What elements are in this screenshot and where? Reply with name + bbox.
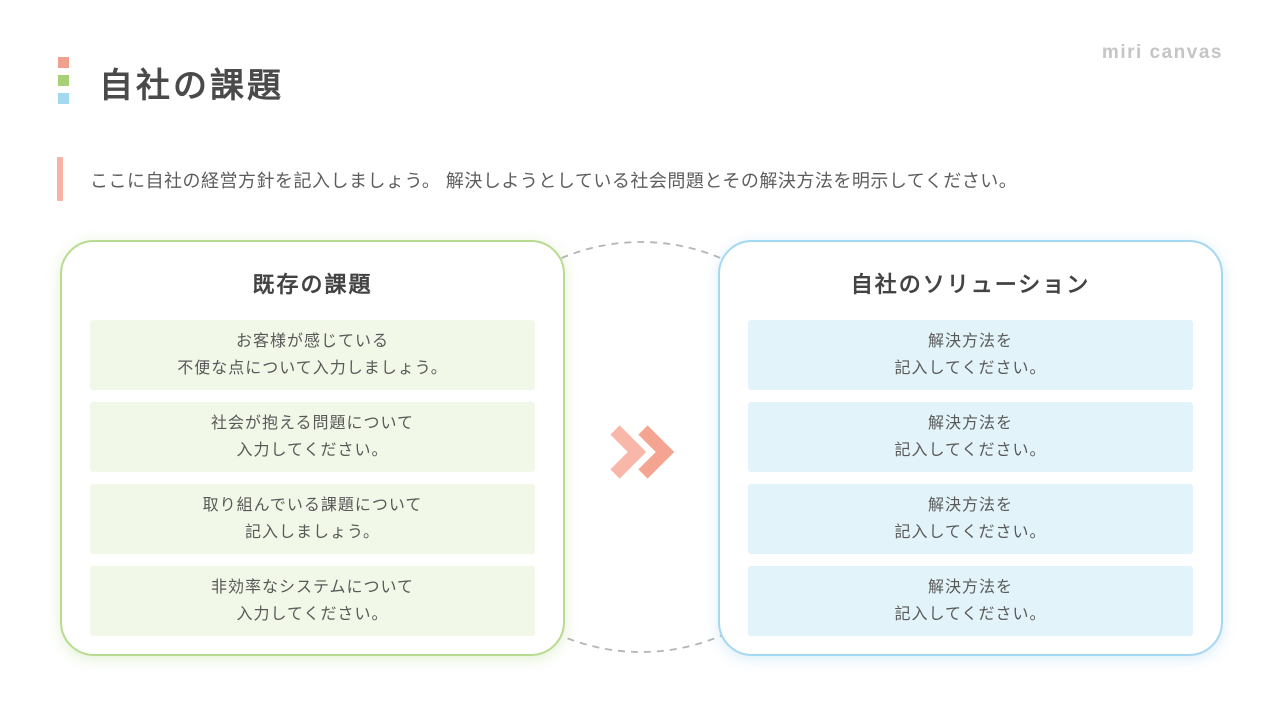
solution-4-line2: 記入してください。	[894, 606, 1047, 623]
subtitle-accent-bar	[57, 157, 63, 201]
problem-placeholder-2: 社会が抱える問題について 入力してください。	[90, 402, 535, 472]
page-title: 自社の課題	[99, 67, 284, 105]
problem-placeholder-3: 取り組んでいる課題について 記入しましょう。	[90, 484, 535, 554]
problem-2-line2: 入力してください。	[236, 442, 389, 459]
solution-placeholder-1: 解決方法を 記入してください。	[748, 320, 1193, 390]
title-accent-squares	[58, 57, 69, 111]
solution-2-line1: 解決方法を	[927, 415, 1013, 432]
problem-1-line1: お客様が感じている	[235, 333, 389, 350]
solution-3-line2: 記入してください。	[894, 524, 1047, 541]
existing-problems-panel: 既存の課題 お客様が感じている 不便な点について入力しましょう。 社会が抱える問…	[60, 240, 565, 656]
problem-3-line2: 記入しましょう。	[244, 524, 381, 541]
existing-problems-title: 既存の課題	[252, 272, 373, 297]
accent-square-green	[58, 75, 69, 86]
problem-placeholder-1: お客様が感じている 不便な点について入力しましょう。	[90, 320, 535, 390]
solution-1-line1: 解決方法を	[927, 333, 1013, 350]
problem-2-line1: 社会が抱える問題について	[210, 415, 415, 432]
problem-4-line1: 非効率なシステムについて	[210, 579, 415, 596]
problem-placeholder-4: 非効率なシステムについて 入力してください。	[90, 566, 535, 636]
problem-1-line2: 不便な点について入力しましょう。	[177, 360, 448, 377]
existing-problems-list: お客様が感じている 不便な点について入力しましょう。 社会が抱える問題について …	[90, 320, 535, 636]
problem-4-line2: 入力してください。	[236, 606, 389, 623]
accent-square-salmon	[58, 57, 69, 68]
solution-placeholder-3: 解決方法を 記入してください。	[748, 484, 1193, 554]
problem-3-line1: 取り組んでいる課題について	[202, 497, 423, 514]
solution-panel: 自社のソリューション 解決方法を 記入してください。 解決方法を 記入してくださ…	[718, 240, 1223, 656]
solution-list: 解決方法を 記入してください。 解決方法を 記入してください。 解決方法を 記入…	[748, 320, 1193, 636]
double-chevron-right-icon	[610, 425, 674, 479]
solution-3-line1: 解決方法を	[927, 497, 1013, 514]
miricanvas-logo: miri canvas	[1101, 42, 1223, 63]
solution-4-line1: 解決方法を	[927, 579, 1013, 596]
subtitle-text: ここに自社の経営方針を記入しましょう。 解決しようとしている社会問題とその解決方…	[90, 171, 1018, 191]
solution-2-line2: 記入してください。	[894, 442, 1047, 459]
solution-placeholder-4: 解決方法を 記入してください。	[748, 566, 1193, 636]
accent-square-blue	[58, 93, 69, 104]
solution-placeholder-2: 解決方法を 記入してください。	[748, 402, 1193, 472]
solution-1-line2: 記入してください。	[894, 360, 1047, 377]
solution-title: 自社のソリューション	[850, 272, 1091, 297]
